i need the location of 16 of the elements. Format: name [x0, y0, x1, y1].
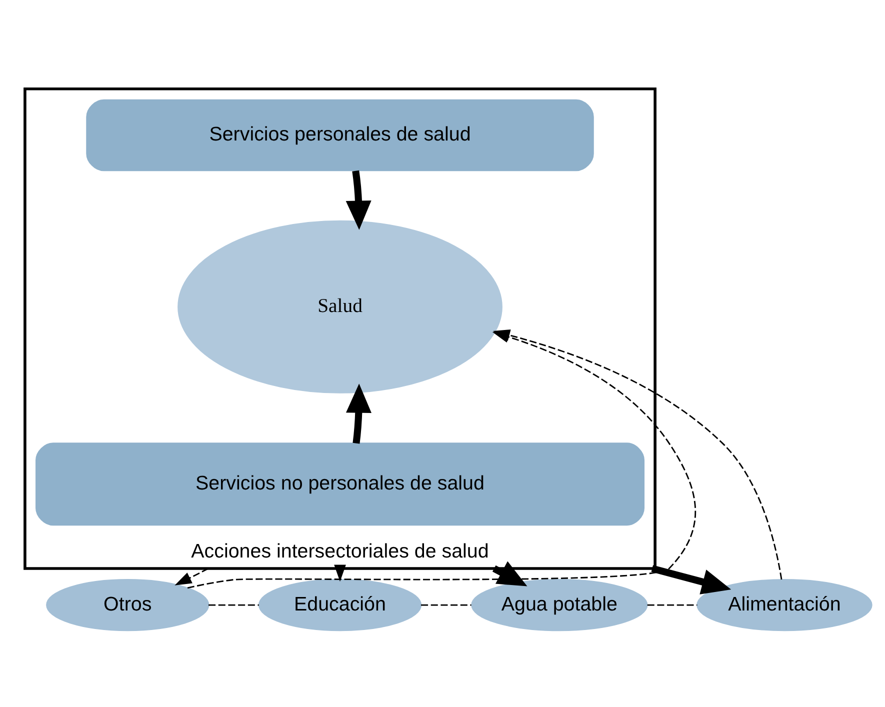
- node-ellipse: Otros: [46, 578, 210, 631]
- connector: [208, 604, 259, 606]
- node-ellipse: Salud: [178, 220, 502, 393]
- node-box: Servicios no personales de salud: [36, 442, 645, 526]
- arrow: [346, 383, 372, 444]
- node-ellipse: Agua potable: [471, 578, 648, 631]
- connector: [647, 604, 698, 606]
- node-ellipse: Educación: [258, 578, 422, 631]
- arrow: [492, 560, 528, 586]
- node-ellipse: Alimentación: [696, 578, 872, 631]
- arrow: [174, 567, 209, 585]
- arrow: [651, 564, 732, 594]
- connector: [421, 604, 472, 606]
- node-box: Servicios personales de salud: [86, 98, 594, 171]
- arrow: [346, 170, 372, 230]
- arrow: [334, 564, 346, 582]
